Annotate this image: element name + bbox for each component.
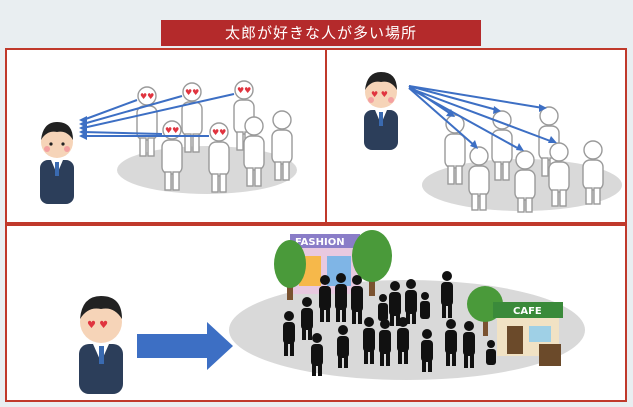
- person-figure: [208, 122, 230, 193]
- person-silhouette: [378, 294, 388, 321]
- person-silhouette: [441, 271, 453, 318]
- panel-1-illustration: ♥♥ ♥♥ ♥♥ ♥♥ ♥♥: [40, 80, 297, 204]
- person-figure: [233, 80, 255, 151]
- person-figure: [271, 110, 293, 181]
- person-silhouette: [486, 340, 496, 365]
- heart-eyes-icon: ♥ ♥: [87, 320, 108, 331]
- person-silhouette: [301, 297, 313, 340]
- fashion-sign: FASHION: [295, 237, 345, 248]
- panel-crowded-place: ♥ ♥ FASHION CAFE: [5, 224, 627, 402]
- person-figure: [243, 116, 265, 187]
- person-silhouette: [463, 321, 475, 368]
- panel-3-illustration: ♥ ♥ FASHION CAFE: [79, 230, 585, 394]
- tree-icon: [352, 230, 392, 296]
- svg-text:♥♥: ♥♥: [212, 128, 226, 137]
- svg-text:♥♥: ♥♥: [237, 86, 251, 95]
- person-silhouette: [379, 319, 391, 366]
- heart-eyes-icon: ♥ ♥: [371, 90, 388, 99]
- person-silhouette: [283, 311, 295, 356]
- arrow-heads: [446, 104, 557, 151]
- person-silhouette: [335, 273, 347, 322]
- person-figure: [514, 150, 536, 213]
- person-figure: [582, 140, 604, 205]
- person-silhouette: [311, 333, 323, 376]
- cafe-store: CAFE: [493, 302, 563, 366]
- svg-text:♥♥: ♥♥: [185, 88, 199, 97]
- person-figure: [161, 120, 183, 191]
- person-figure: [181, 82, 203, 153]
- person-figure: [491, 110, 513, 181]
- heart-eyes-icons: ♥♥ ♥♥ ♥♥ ♥♥ ♥♥: [140, 86, 251, 137]
- person-silhouette: [397, 317, 409, 364]
- taro-figure: [40, 122, 74, 204]
- crowd-silhouettes: [283, 271, 496, 376]
- page-title: 太郎が好きな人が多い場所: [161, 20, 481, 46]
- person-figure: [444, 114, 466, 185]
- person-silhouette: [363, 317, 375, 364]
- person-silhouette: [421, 329, 433, 372]
- person-silhouette: [337, 325, 349, 368]
- gaze-arrows: [408, 85, 554, 151]
- person-silhouette: [445, 319, 457, 366]
- panel-taro-likes-many: ♥ ♥: [325, 48, 627, 224]
- svg-text:♥♥: ♥♥: [165, 126, 179, 135]
- person-silhouette: [405, 279, 417, 324]
- tree-icon: [274, 240, 306, 300]
- person-silhouette: [389, 281, 401, 326]
- person-silhouette: [319, 275, 331, 322]
- big-right-arrow: [137, 322, 233, 370]
- panel-2-illustration: ♥ ♥: [364, 72, 622, 213]
- cafe-sign: CAFE: [513, 306, 542, 317]
- taro-figure: ♥ ♥: [364, 72, 398, 150]
- person-figure: [548, 142, 570, 207]
- person-figure: [468, 146, 490, 211]
- panel-many-admirers: ♥♥ ♥♥ ♥♥ ♥♥ ♥♥: [5, 48, 327, 224]
- arrow-heads: [79, 116, 87, 140]
- gaze-arrows: [82, 93, 235, 137]
- taro-figure: ♥ ♥: [79, 296, 123, 394]
- person-silhouette: [420, 292, 430, 319]
- svg-text:♥♥: ♥♥: [140, 92, 154, 101]
- person-silhouette: [351, 275, 363, 324]
